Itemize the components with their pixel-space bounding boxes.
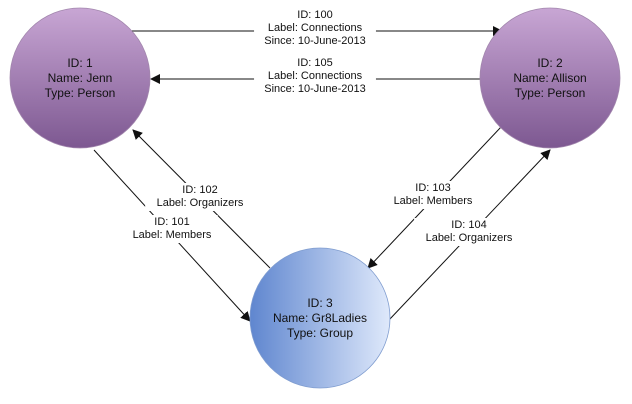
edge-label-line: Label: Connections xyxy=(268,22,363,34)
edge-label-background xyxy=(387,181,479,209)
edge-label-line: Label: Organizers xyxy=(157,197,244,209)
edge-label-line: Since: 10-June-2013 xyxy=(264,35,366,47)
edge-label-background xyxy=(414,218,524,246)
edge-label-line: ID: 102 xyxy=(182,184,217,196)
node-jenn-circle[interactable] xyxy=(9,7,151,149)
edge-label-line: ID: 105 xyxy=(297,57,332,69)
edge-label-line: Since: 10-June-2013 xyxy=(264,83,366,95)
node-allison-text: Type: Person xyxy=(515,86,586,100)
edge-label-line: Label: Members xyxy=(133,229,212,241)
edge-label-line: ID: 104 xyxy=(451,219,486,231)
edge-label-line: Label: Organizers xyxy=(426,232,513,244)
node-allison-circle[interactable] xyxy=(479,7,621,149)
edge-label-background xyxy=(145,183,255,211)
node-allison-text: ID: 2 xyxy=(537,56,563,70)
node-jenn-text: ID: 1 xyxy=(67,56,93,70)
edge-label-background xyxy=(254,8,376,49)
edge-label-background xyxy=(126,215,218,243)
node-jenn-text: Name: Jenn xyxy=(48,71,113,85)
edge-label-line: ID: 103 xyxy=(415,182,450,194)
node-gr8ladies-text: ID: 3 xyxy=(307,296,333,310)
edge-label-line: ID: 100 xyxy=(297,9,332,21)
node-allison-text: Name: Allison xyxy=(513,71,586,85)
node-gr8ladies-text: Type: Group xyxy=(287,326,353,340)
node-gr8ladies-text: Name: Gr8Ladies xyxy=(273,311,367,325)
edge-label-background xyxy=(254,56,376,97)
node-jenn-text: Type: Person xyxy=(45,86,116,100)
edge-label-line: ID: 101 xyxy=(154,216,189,228)
edge-label-line: Label: Members xyxy=(394,195,473,207)
node-gr8ladies-circle[interactable] xyxy=(249,247,391,389)
edge-label-line: Label: Connections xyxy=(268,70,363,82)
